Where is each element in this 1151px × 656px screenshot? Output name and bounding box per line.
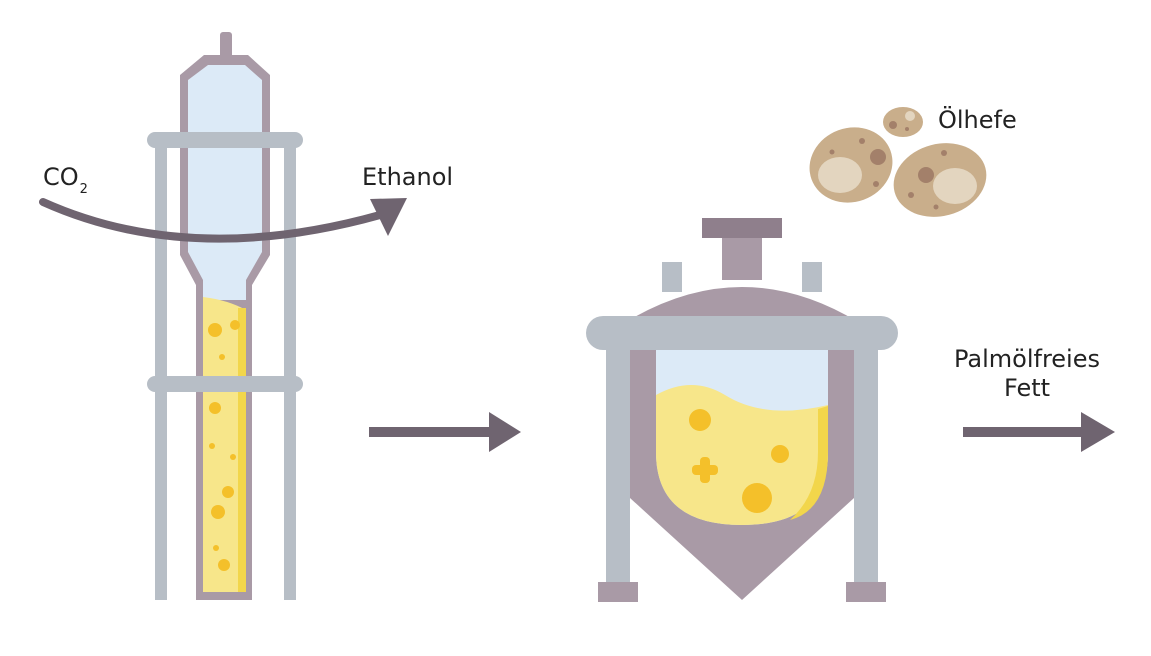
- column-nozzle: [220, 32, 232, 62]
- process-arrowhead: [489, 412, 521, 452]
- reactor-post-back-right: [802, 262, 822, 292]
- reactor-bubbles: [689, 409, 789, 513]
- reactor-foot-right: [846, 582, 886, 602]
- reactor-foot-left: [598, 582, 638, 602]
- column-clamp-middle: [147, 376, 303, 392]
- oleaginous-yeast-icon: [809, 107, 987, 217]
- co2-ethanol-arrow-icon: [39, 198, 407, 243]
- co2-label: CO2: [43, 163, 88, 197]
- ethanol-label: Ethanol: [362, 163, 454, 191]
- yeast-cell-small: [883, 107, 923, 137]
- reactor-liquid-shade: [790, 406, 828, 520]
- output-arrow-shaft: [963, 427, 1085, 437]
- yeast-cell-left: [809, 127, 893, 203]
- column-clamp-top: [147, 132, 303, 148]
- reactor-dome: [626, 287, 858, 322]
- fermentation-column-icon: [147, 32, 303, 600]
- column-headspace: [188, 65, 262, 300]
- reactor-neck: [722, 238, 762, 280]
- co2-label-subscript: 2: [79, 182, 88, 197]
- column-rail-right: [284, 140, 296, 600]
- palm-oil-free-fat-label: Palmölfreies Fett: [944, 345, 1110, 403]
- column-rail-left: [155, 140, 167, 600]
- oleaginous-yeast-label: Ölhefe: [938, 106, 1017, 134]
- column-liquid-shade: [238, 308, 246, 592]
- co2-ethanol-arrowhead: [370, 198, 407, 236]
- palm-oil-free-fat-label-line1: Palmölfreies: [954, 345, 1100, 373]
- bioreactor-icon: [586, 218, 898, 602]
- process-arrow-icon: [369, 412, 521, 452]
- output-arrow-icon: [963, 412, 1115, 452]
- reactor-cap: [702, 218, 782, 238]
- output-arrowhead: [1081, 412, 1115, 452]
- yeast-cell-right: [893, 143, 987, 217]
- process-arrow-shaft: [369, 427, 493, 437]
- column-liquid: [203, 297, 246, 592]
- reactor-top-rail: [586, 316, 898, 350]
- palm-oil-free-fat-label-line2: Fett: [1003, 374, 1051, 402]
- reactor-leg-right: [854, 340, 878, 586]
- reactor-leg-left: [606, 340, 630, 586]
- co2-label-main: CO: [43, 163, 79, 191]
- co2-ethanol-arrow-shaft: [39, 198, 384, 243]
- reactor-post-back-left: [662, 262, 682, 292]
